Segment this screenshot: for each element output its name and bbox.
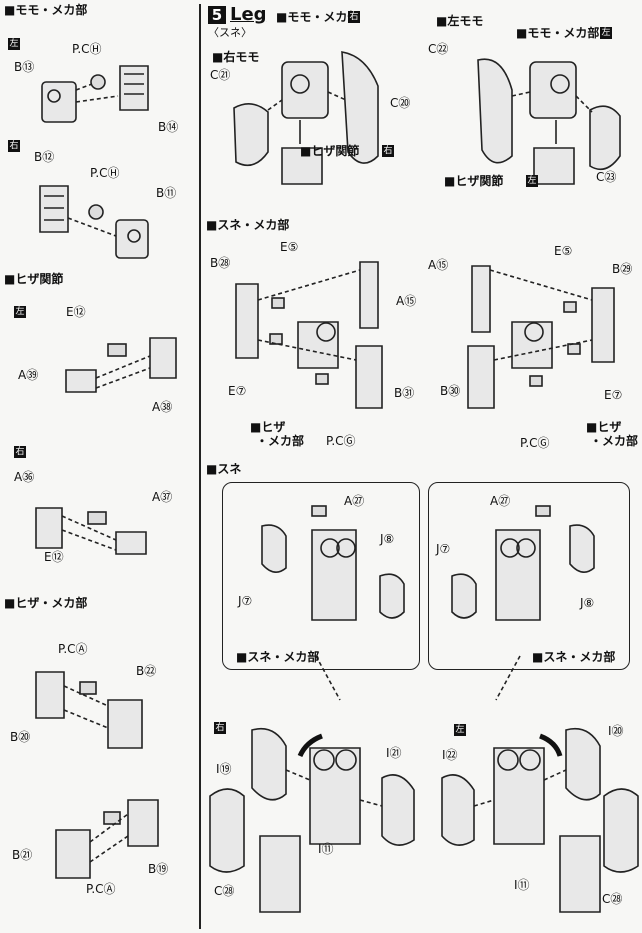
label-b19: B⑲ xyxy=(148,862,169,876)
label-b20: B⑳ xyxy=(10,730,31,744)
side-marker-left-2: 左 xyxy=(14,306,26,318)
sune-detail-panel-left xyxy=(428,482,630,670)
label-right-momo: ■右モモ xyxy=(212,50,260,64)
label-pc-h: P.CⒽ xyxy=(72,42,102,56)
label-momo-meka-right: ■モモ・メカ部 xyxy=(276,10,360,24)
label-e5-b: E⑤ xyxy=(554,244,573,258)
label-e7: E⑦ xyxy=(228,384,247,398)
label-j7-b: J⑦ xyxy=(436,542,451,556)
label-i21: I㉑ xyxy=(386,746,402,760)
side-marker-left: 左 xyxy=(8,38,20,50)
side-marker-right-hiza: 右 xyxy=(382,145,394,157)
label-b28: B㉘ xyxy=(210,256,231,270)
section-momo-meka: ■モモ・メカ部 xyxy=(4,3,88,17)
label-sune-meka: ■スネ・メカ部 xyxy=(236,650,320,664)
label-pc-a-2: P.CⒶ xyxy=(86,882,116,896)
label-hiza-meka-b: ■ヒザ xyxy=(586,420,622,434)
label-a39: A㊴ xyxy=(18,368,39,382)
label-sune-meka-b: ■スネ・メカ部 xyxy=(532,650,616,664)
label-a36: A㊱ xyxy=(14,470,35,484)
label-c22: C㉒ xyxy=(428,42,449,56)
label-momo-meka-left: ■モモ・メカ部 xyxy=(516,26,600,40)
label-e5: E⑤ xyxy=(280,240,299,254)
label-c23: C㉓ xyxy=(596,170,617,184)
label-pc-g-b: P.CⒼ xyxy=(520,436,550,450)
label-j8: J⑧ xyxy=(380,532,395,546)
label-b30: B㉚ xyxy=(440,384,461,398)
label-hiza-kansetsu-right: ■ヒザ関節 xyxy=(300,144,360,158)
label-b21: B㉑ xyxy=(12,848,33,862)
label-a15: A⑮ xyxy=(396,294,417,308)
side-marker-right-sune: 右 xyxy=(214,722,226,734)
label-hiza-meka: ■ヒザ xyxy=(250,420,286,434)
label-j8-b: J⑧ xyxy=(580,596,595,610)
sune-detail-panel-right xyxy=(222,482,420,670)
label-e12: E⑫ xyxy=(66,305,86,319)
label-b31: B㉛ xyxy=(394,386,415,400)
label-e7-b: E⑦ xyxy=(604,388,623,402)
side-marker-left-sune: 左 xyxy=(454,724,466,736)
label-hiza-kansetsu-left: ■ヒザ関節 xyxy=(444,174,504,188)
label-pc-a: P.CⒶ xyxy=(58,642,88,656)
label-c21: C㉑ xyxy=(210,68,231,82)
label-a38: A㊳ xyxy=(152,400,173,414)
section-sune: ■スネ xyxy=(206,462,242,476)
side-marker-right: 右 xyxy=(8,140,20,152)
label-c20: C⑳ xyxy=(390,96,411,110)
label-b13: B⑬ xyxy=(14,60,35,74)
label-b12: B⑫ xyxy=(34,150,55,164)
label-a15-b: A⑮ xyxy=(428,258,449,272)
label-a37: A㊲ xyxy=(152,490,173,504)
label-b14: B⑭ xyxy=(158,120,179,134)
label-i11: I⑪ xyxy=(318,842,334,856)
label-meka-b: ・メカ部 xyxy=(590,434,639,448)
label-i22: I㉒ xyxy=(442,748,458,762)
step-number: 5 xyxy=(208,6,226,24)
label-j7: J⑦ xyxy=(238,594,253,608)
side-marker-left-hiza: 左 xyxy=(526,175,538,187)
label-i11-b: I⑪ xyxy=(514,878,530,892)
label-a27-b: A㉗ xyxy=(490,494,511,508)
step-title: Leg xyxy=(230,4,267,25)
section-sune-meka: ■スネ・メカ部 xyxy=(206,218,290,232)
label-c28: C㉘ xyxy=(214,884,235,898)
label-pc-g: P.CⒼ xyxy=(326,434,356,448)
section-hiza-meka: ■ヒザ・メカ部 xyxy=(4,596,88,610)
label-c28-b: C㉘ xyxy=(602,892,623,906)
step-subtitle: 〈スネ〉 xyxy=(208,26,252,39)
label-i20: I⑳ xyxy=(608,724,624,738)
section-hiza-kansetsu: ■ヒザ関節 xyxy=(4,272,64,286)
label-meka: ・メカ部 xyxy=(256,434,305,448)
label-left-momo: ■左モモ xyxy=(436,14,484,28)
label-a27: A㉗ xyxy=(344,494,365,508)
column-divider xyxy=(199,4,201,929)
side-marker-right: 右 xyxy=(348,11,360,23)
label-b22: B㉒ xyxy=(136,664,157,678)
side-marker-right-2: 右 xyxy=(14,446,26,458)
label-b11: B⑪ xyxy=(156,186,177,200)
side-marker-left: 左 xyxy=(600,27,612,39)
label-e12-b: E⑫ xyxy=(44,550,64,564)
label-i19: I⑲ xyxy=(216,762,232,776)
label-b29: B㉙ xyxy=(612,262,633,276)
label-pc-h-2: P.CⒽ xyxy=(90,166,120,180)
